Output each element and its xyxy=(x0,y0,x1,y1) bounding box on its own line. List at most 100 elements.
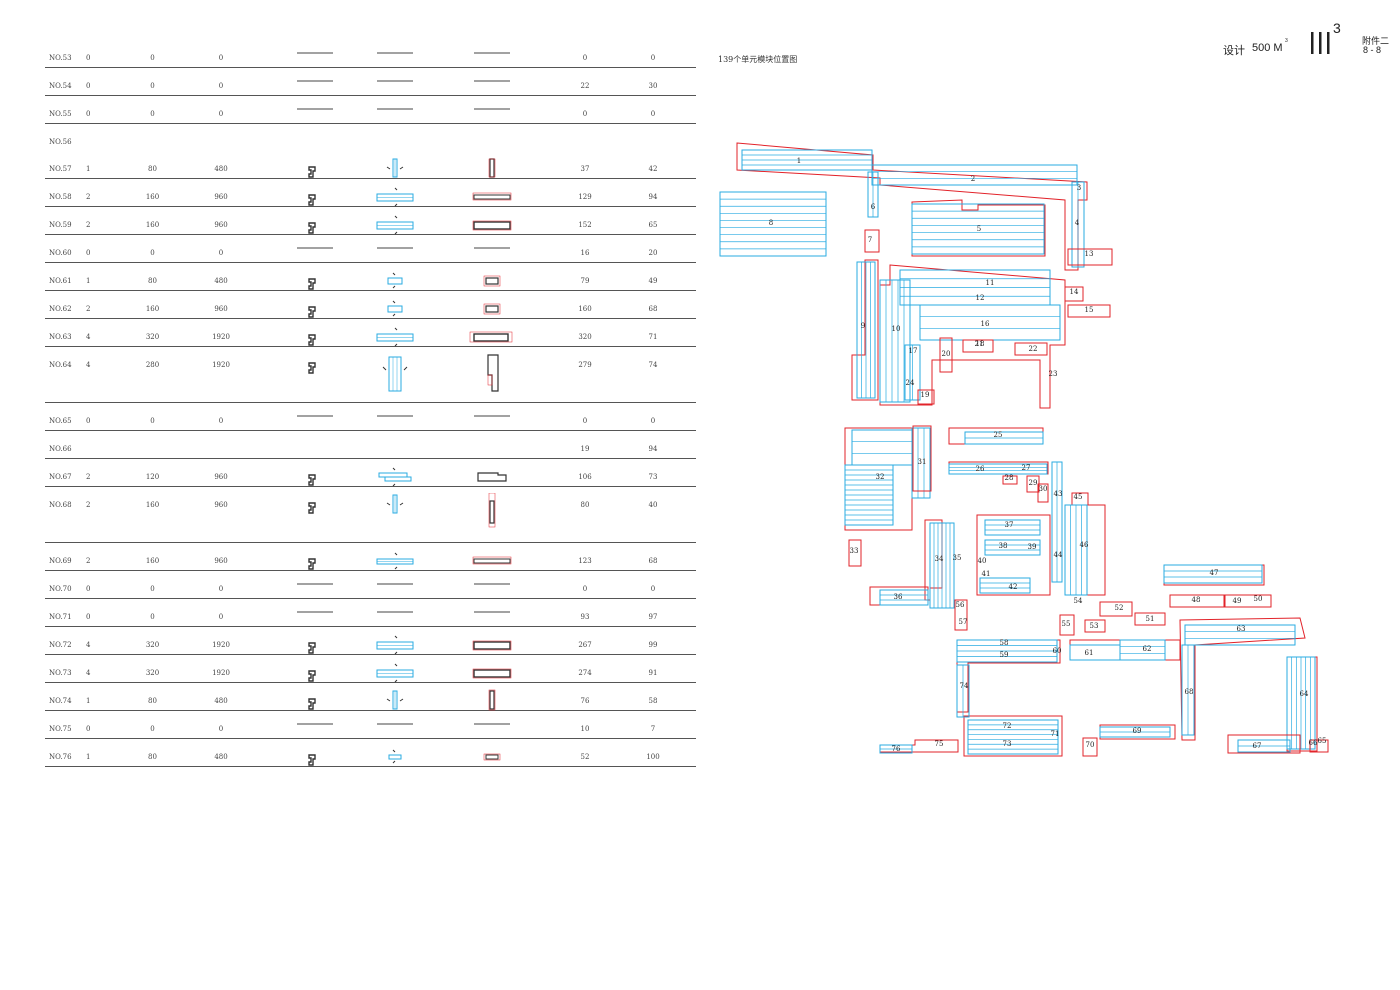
module-number-label: 17 xyxy=(909,347,918,355)
cell-b: 80 xyxy=(148,697,157,705)
module-number-label: 53 xyxy=(1090,622,1099,630)
module-number-label: 20 xyxy=(942,350,951,358)
cell-a: 0 xyxy=(86,417,91,425)
site-boundary xyxy=(1169,594,1225,608)
mod-diagram-icon xyxy=(376,327,414,347)
cell-g: 19 xyxy=(580,445,590,453)
module-number-label: 44 xyxy=(1054,551,1063,559)
cell-h: 20 xyxy=(648,249,658,257)
cell-a: 4 xyxy=(86,641,91,649)
module-number-label: 76 xyxy=(892,745,901,753)
module-number-label: 47 xyxy=(1210,569,1219,577)
cell-a: 0 xyxy=(86,585,91,593)
cell-b: 320 xyxy=(145,669,160,677)
cell-h: 71 xyxy=(648,333,658,341)
module-number-label: 29 xyxy=(1029,479,1038,487)
site-boundary xyxy=(1064,286,1084,302)
site-boundary xyxy=(1309,739,1329,753)
cell-b: 0 xyxy=(150,585,155,593)
site-boundary xyxy=(1067,304,1111,318)
mod-diagram-icon xyxy=(376,215,414,235)
cell-c: 960 xyxy=(214,473,228,481)
mod-diagram-icon xyxy=(377,723,413,725)
out-diagram-icon xyxy=(487,354,499,392)
module-number-label: 4 xyxy=(1075,219,1080,227)
cell-a: 2 xyxy=(86,501,91,509)
module-number-label: 34 xyxy=(935,555,944,563)
cell-g: 0 xyxy=(582,585,588,593)
out-diagram-icon xyxy=(488,689,496,711)
module-number-label: 75 xyxy=(935,740,944,748)
site-boundary xyxy=(912,425,932,492)
cell-id: NO.58 xyxy=(49,193,72,201)
cell-a: 4 xyxy=(86,669,91,677)
cell-h: 0 xyxy=(650,417,656,425)
module-block xyxy=(1119,639,1166,661)
module-number-label: 70 xyxy=(1086,741,1095,749)
module-number-label: 74 xyxy=(960,682,969,690)
out-diagram-icon xyxy=(483,753,501,761)
site-boundary xyxy=(1227,734,1301,754)
cell-c: 480 xyxy=(214,753,228,761)
out-diagram-icon xyxy=(472,220,512,231)
cell-id: NO.73 xyxy=(49,669,72,677)
mod-diagram-icon xyxy=(377,52,413,54)
module-number-label: 25 xyxy=(994,431,1003,439)
module-block xyxy=(871,164,1078,186)
plan-diagram-icon xyxy=(308,194,316,206)
module-number-label: 11 xyxy=(986,279,995,287)
cell-g: 0 xyxy=(582,417,588,425)
cell-b: 160 xyxy=(145,193,160,201)
site-boundary xyxy=(962,339,994,353)
site-boundary xyxy=(976,514,1051,596)
module-number-label: 50 xyxy=(1254,595,1263,603)
plan-diagram-icon xyxy=(308,166,316,178)
cell-a: 0 xyxy=(86,82,91,90)
module-block xyxy=(1184,624,1296,646)
module-block xyxy=(984,519,1041,536)
module-number-label: 9 xyxy=(861,322,865,330)
cell-g: 267 xyxy=(578,641,592,649)
cell-id: NO.63 xyxy=(49,333,72,341)
module-number-label: 41 xyxy=(982,570,991,578)
cell-b: 320 xyxy=(145,641,160,649)
plan-diagram-icon xyxy=(308,642,316,654)
cell-g: 10 xyxy=(580,725,590,733)
module-number-label: 51 xyxy=(1146,615,1155,623)
cell-g: 52 xyxy=(580,753,590,761)
module-number-label: 13 xyxy=(1085,250,1094,258)
module-number-label: 72 xyxy=(1003,722,1012,730)
module-number-label: 35 xyxy=(953,554,962,562)
cell-c: 0 xyxy=(218,417,224,425)
map-title: 139个单元模块位置图 xyxy=(718,55,798,64)
plan-diagram-icon xyxy=(308,362,316,374)
cell-c: 1920 xyxy=(212,361,230,369)
cell-h: 94 xyxy=(648,445,658,453)
module-block xyxy=(1163,564,1263,584)
cell-id: NO.56 xyxy=(49,138,72,146)
cell-h: 100 xyxy=(646,753,660,761)
cell-id: NO.61 xyxy=(49,277,72,285)
mod-diagram-icon xyxy=(386,158,404,178)
plan-diagram-icon xyxy=(308,306,316,318)
cell-c: 960 xyxy=(214,501,228,509)
site-boundary xyxy=(1067,248,1113,266)
cell-c: 1920 xyxy=(212,669,230,677)
out-diagram-icon xyxy=(474,415,510,417)
cell-id: NO.67 xyxy=(49,473,72,481)
cell-g: 93 xyxy=(580,613,590,621)
cell-c: 0 xyxy=(218,54,224,62)
site-boundary xyxy=(1037,483,1049,503)
site-boundary xyxy=(1084,619,1106,633)
module-number-label: 45 xyxy=(1074,493,1083,501)
module-number-label: 21 xyxy=(975,340,984,348)
